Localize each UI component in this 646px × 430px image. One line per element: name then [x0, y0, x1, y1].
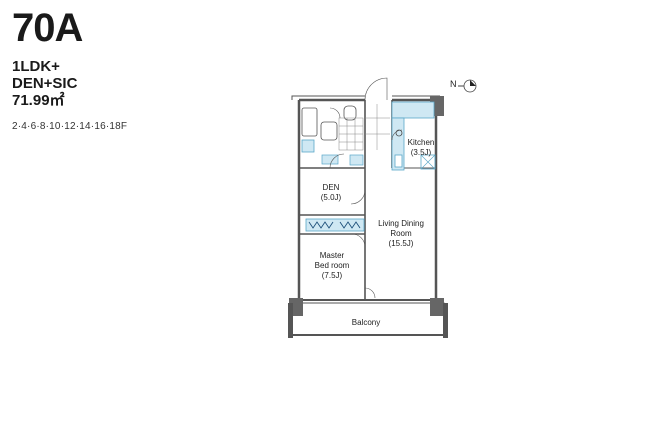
- shoe-closet: [321, 154, 339, 165]
- room-living-line2: Room: [390, 229, 412, 238]
- unit-layout: 1LDK+: [12, 58, 60, 75]
- pantry-cross: [420, 154, 436, 170]
- stove-burner: [395, 129, 403, 137]
- room-bedroom-line1: Master: [319, 251, 345, 260]
- room-den-size: (5.0J): [320, 193, 342, 202]
- toilet-door-swing: [329, 107, 341, 119]
- bedroom-door-swing: [351, 233, 366, 248]
- room-balcony-name: Balcony: [351, 318, 381, 327]
- bathtub: [301, 107, 318, 137]
- toilet: [343, 105, 357, 121]
- balcony-column-right: [443, 303, 448, 338]
- room-balcony: Balcony: [340, 318, 392, 328]
- balcony-column-left: [288, 303, 293, 338]
- kitchen-counter: [391, 101, 435, 119]
- room-bedroom: Master Bed room (7.5J): [302, 251, 362, 281]
- den-door-swing: [350, 189, 366, 205]
- room-den-name: DEN: [322, 183, 340, 192]
- kitchen-door-swing: [391, 129, 403, 141]
- unit-area: 71.99㎡: [12, 92, 65, 109]
- entry-door-swing: [364, 77, 388, 101]
- room-living-line1: Living Dining: [378, 219, 424, 228]
- washbasin: [320, 121, 338, 141]
- storage-unit: [349, 154, 364, 166]
- interior-wall: [299, 100, 393, 300]
- compass-icon: [458, 79, 477, 93]
- exterior-wall: [297, 98, 438, 298]
- tile-grid: [339, 104, 390, 150]
- unit-type: 1LDK+ DEN+SIC 71.99㎡: [12, 58, 77, 109]
- room-kitchen-name: Kitchen: [407, 138, 435, 147]
- column-bottom-right: [430, 298, 444, 316]
- room-living-size: (15.5J): [388, 239, 414, 248]
- compass-letter: N: [450, 79, 457, 89]
- pantry: [420, 154, 436, 170]
- kitchen-sink: [394, 154, 403, 168]
- unit-extras: DEN+SIC: [12, 75, 78, 92]
- room-kitchen-size: (3.5J): [410, 148, 432, 157]
- bath-door-swing: [329, 153, 345, 169]
- floor-list: 2·4·6·8·10·12·14·16·18F: [12, 121, 128, 132]
- room-bedroom-size: (7.5J): [321, 271, 343, 280]
- room-kitchen: Kitchen (3.5J): [404, 138, 438, 158]
- room-living: Living Dining Room (15.5J): [368, 219, 434, 249]
- room-bedroom-line2: Bed room: [314, 261, 350, 270]
- room-den: DEN (5.0J): [306, 183, 356, 203]
- unit-title: 70A: [12, 6, 83, 50]
- closet-hangers: [308, 221, 361, 229]
- washer: [301, 139, 315, 153]
- balcony-door-swing: [364, 287, 376, 299]
